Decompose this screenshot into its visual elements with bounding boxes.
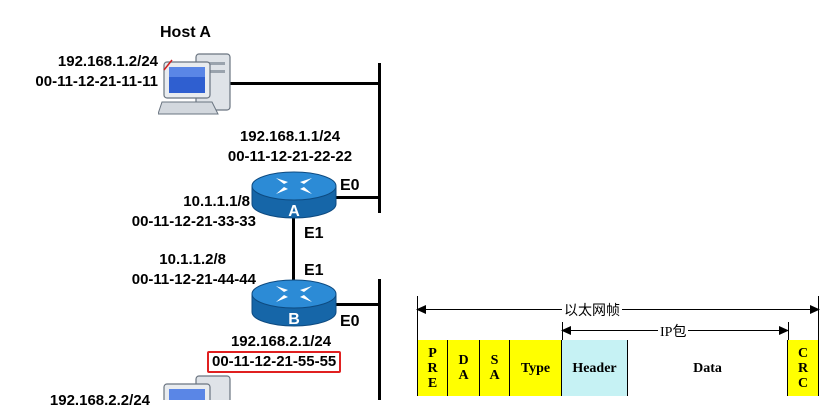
ip-left-tick (562, 322, 563, 340)
wan-link (292, 218, 295, 286)
frame-field-sa-label: S A (489, 353, 500, 383)
ip-right-tick (788, 322, 789, 340)
router-b-e0-ip: 192.168.2.1/24 (230, 333, 332, 350)
router-b-e0-port: E0 (340, 313, 360, 330)
host-a-computer-icon (158, 53, 231, 115)
router-a-name: A (288, 203, 300, 220)
host-a-title: Host A (160, 24, 211, 41)
router-a-icon (251, 171, 337, 219)
frame-field-type-label: Type (520, 360, 551, 376)
hostA-link (228, 82, 380, 85)
host-a-mac: 00-11-12-21-11-11 (35, 73, 158, 90)
ethernet-left-tick (417, 296, 418, 340)
frame-field-pre-label: P R E (427, 345, 438, 391)
router-b-e1-mac: 00-11-12-21-44-44 (131, 271, 256, 288)
router-a-e0-mac: 00-11-12-21-22-22 (227, 148, 353, 165)
ip-right-arrow-icon (779, 326, 789, 335)
router-a-e0-port: E0 (340, 177, 360, 194)
ethernet-right-arrow-icon (810, 305, 820, 314)
frame-field-sa: S A (480, 340, 510, 396)
router-a-e1-ip: 10.1.1.1/8 (183, 193, 250, 210)
ethernet-left-arrow-icon (416, 305, 426, 314)
frame-field-crc: C R C (788, 340, 818, 396)
frame-field-header: Header (562, 340, 628, 396)
frame-field-crc-label: C R C (797, 345, 809, 391)
lan1-bus (378, 63, 381, 213)
ip-left-arrow-icon (561, 326, 571, 335)
router-a-e0-ip: 192.168.1.1/24 (239, 128, 341, 145)
frame-field-data-label: Data (693, 360, 722, 376)
routerA-e0-link (335, 196, 380, 199)
ip-packet-label: IP包 (658, 321, 689, 341)
router-a-e1-mac: 00-11-12-21-33-33 (131, 213, 256, 230)
router-a-e1-port: E1 (304, 225, 324, 242)
router-b-icon (251, 279, 337, 327)
router-b-name: B (288, 311, 300, 328)
frame-field-data: Data (628, 340, 788, 396)
ethernet-frame-label: 以太网帧 (562, 300, 622, 320)
frame-field-da: D A (448, 340, 480, 396)
router-b-e1-ip: 10.1.1.2/8 (159, 251, 226, 268)
router-b-e0-mac: 00-11-12-21-55-55 (207, 351, 342, 373)
frame-field-type: Type (510, 340, 562, 396)
host-b-computer-icon (163, 375, 231, 400)
host-a-ip: 192.168.1.2/24 (57, 53, 158, 70)
host-b-ip: 192.168.2.2/24 (49, 392, 150, 409)
ethernet-right-tick (818, 296, 819, 340)
frame-field-da-label: D A (458, 353, 469, 383)
frame-field-header-label: Header (572, 360, 617, 376)
lan2-bus (378, 279, 381, 400)
routerB-e0-link (335, 303, 380, 306)
frame-field-pre: P R E (418, 340, 448, 396)
router-b-e1-port: E1 (304, 262, 324, 279)
